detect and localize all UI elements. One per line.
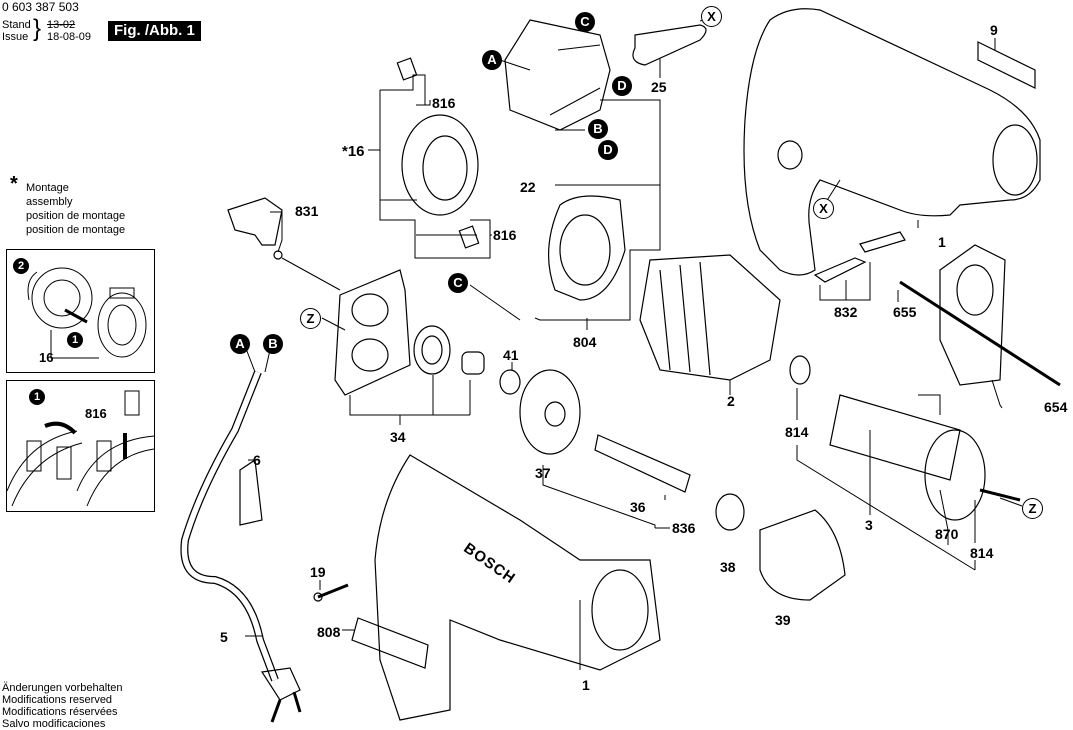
connector-marker-d: D [612,76,632,96]
screw [317,583,349,599]
bearing [413,325,451,375]
latch-lever [813,257,867,283]
depth-stop-rod [899,280,1061,387]
part-label-655: 655 [893,304,917,320]
switch-lever [632,24,707,66]
carbon-brush [124,390,140,416]
old-date: 13-02 [47,19,76,31]
part-label-814: 814 [970,545,994,561]
part-label-654: 654 [1044,399,1068,415]
connector-marker-c: C [575,12,595,32]
part-label-2: 2 [727,393,735,409]
asterisk-symbol: * [10,173,18,195]
modifications-notice: Änderungen vorbehalten Modifications res… [2,682,122,730]
brush-ring-right [97,292,147,358]
inset-part-label: 816 [85,406,107,421]
legend-line: Montage [26,182,69,194]
part-label-22: 22 [520,179,536,195]
cord-guard [239,458,263,526]
drill-housing [374,454,661,721]
gear [519,369,581,455]
new-date: 18-08-09 [47,31,92,43]
dates: 13-02 18-08-09 [47,19,91,43]
connector-marker-a: A [230,334,250,354]
part-label-36: 36 [630,499,646,515]
bearing-plate [334,269,411,396]
part-label-9: 9 [990,22,998,38]
connector-marker-x: X [813,198,834,219]
legend-line: assembly [26,196,73,208]
part-label-38: 38 [720,559,736,575]
part-label-804: 804 [573,334,597,350]
stand-issue-labels: Stand Issue [2,19,31,43]
connector-marker-x: X [701,6,722,27]
part-label-3: 3 [865,517,873,533]
connector-marker-z: Z [1022,498,1043,519]
part-label-25: 25 [651,79,667,95]
connector-marker-b: B [263,334,283,354]
footer-line: Modifications réservées [2,706,118,718]
brace-symbol: } [33,15,42,42]
step-1-marker: 1 [29,389,45,405]
part-label-870: 870 [935,526,959,542]
part-label-808: 808 [317,624,341,640]
housing-half-shell [743,8,1041,276]
brush-replacement-inset-drawing [6,390,155,507]
inset-brush-holder-assembly: 2 1 16 [6,249,155,373]
assembly-legend: * Montage assembly position de montage p… [10,174,126,237]
brush-ring-left [31,267,93,329]
step-2-marker: 2 [13,258,29,274]
document-number: 0 603 387 503 [2,0,79,14]
part-label-836: 836 [672,520,696,536]
switch-cover [227,197,283,246]
part-label-832: 832 [834,304,858,320]
brush-holder [548,195,626,301]
connector-marker-d: D [598,140,618,160]
rating-label [977,41,1036,89]
spindle [594,434,691,493]
legend-line: position de montage [26,210,126,222]
connector-marker-c: C [448,273,468,293]
connector-marker-b: B [588,119,608,139]
ball-bearing [789,355,811,385]
footer-line: Modifications reserved [2,694,113,706]
part-label-16: *16 [342,143,365,160]
mains-plug [260,667,301,701]
brush-holder-inset-drawing [27,267,147,359]
part-label-37: 37 [535,465,551,481]
connector-marker-z: Z [300,308,321,329]
stand-label: Stand [2,19,31,31]
auxiliary-handle [939,244,1006,386]
part-label-816: 816 [493,227,517,243]
footer-line: Änderungen vorbehalten [2,682,123,694]
issue-label: Issue [2,31,29,43]
part-label-19: 19 [310,564,326,580]
part-label-814: 814 [785,424,809,440]
part-label-1: 1 [582,677,590,693]
step-1-marker: 1 [67,332,83,348]
part-label-41: 41 [503,347,519,363]
part-label-1: 1 [938,234,946,250]
locking-ring [715,493,745,531]
footer-line: Salvo modificaciones [2,718,106,730]
spring [499,369,521,395]
part-label-39: 39 [775,612,791,628]
inset-brush-replacement: 1 816 [6,380,155,512]
field-stator [639,254,781,381]
part-label-831: 831 [295,203,319,219]
brush-ring [401,114,479,216]
connector-marker-a: A [482,50,502,70]
inset-part-label: 16 [39,350,54,365]
switch-block [504,19,611,131]
part-label-6: 6 [253,452,261,468]
part-label-5: 5 [220,629,228,645]
legend-line: position de montage [26,224,126,236]
handle-label [351,617,429,669]
part-label-816: 816 [432,95,456,111]
drill-chuck [759,509,846,601]
part-label-34: 34 [390,429,406,445]
armature [829,394,961,481]
figure-label: Fig. /Abb. 1 [108,21,201,41]
